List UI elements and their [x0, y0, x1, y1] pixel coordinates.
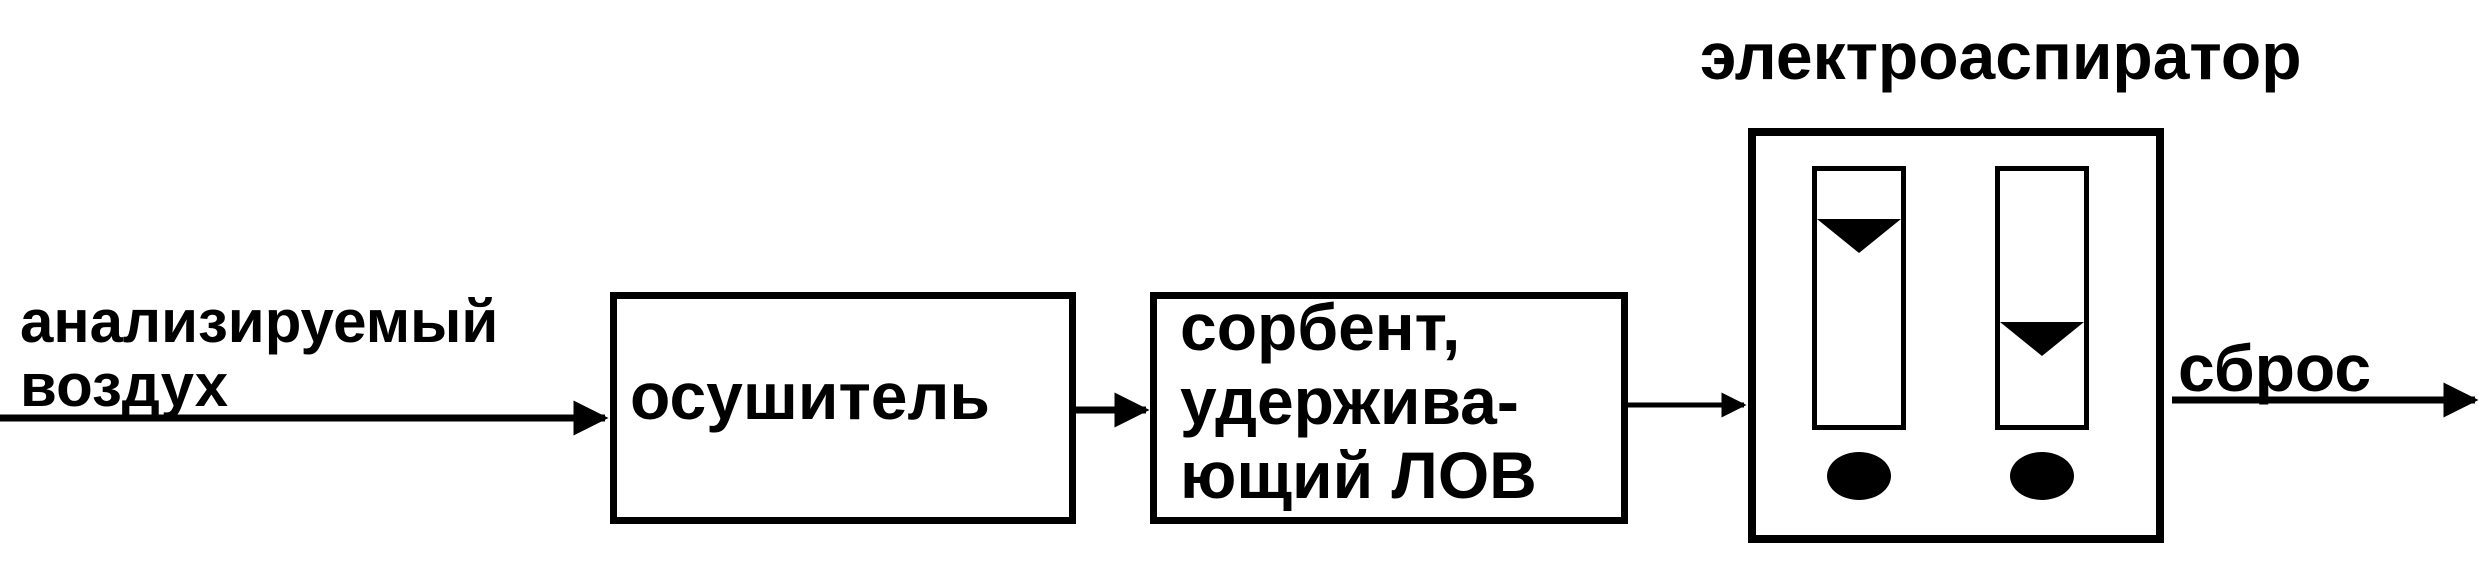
input-label: анализируемый воздух	[20, 290, 498, 418]
dryer-label: осушитель	[630, 359, 990, 433]
dryer-box	[610, 292, 1076, 524]
sorbent-label-line-2: удержива-	[1180, 364, 1519, 438]
rotameter-knob-right	[2010, 452, 2074, 500]
rotameter-float-right	[2000, 321, 2084, 356]
aspirator-title: электроаспиратор	[1700, 19, 2302, 93]
rotameter-float-left	[1817, 219, 1901, 254]
sorbent-box	[1150, 292, 1628, 524]
aspirator-box	[1748, 128, 2164, 543]
sorbent-label-line-3: ющий ЛОВ	[1180, 438, 1537, 512]
rotameter-tube-right	[1995, 166, 2089, 430]
input-label-line-2: воздух	[20, 352, 229, 419]
rotameter-tube-left	[1812, 166, 1906, 430]
exhaust-label: сброс	[2178, 331, 2372, 405]
input-label-line-1: анализируемый	[20, 288, 499, 355]
sorbent-label-line-1: сорбент,	[1180, 290, 1461, 364]
rotameter-knob-left	[1827, 452, 1891, 500]
sorbent-label: сорбент, удержива- ющий ЛОВ	[1180, 290, 1537, 512]
